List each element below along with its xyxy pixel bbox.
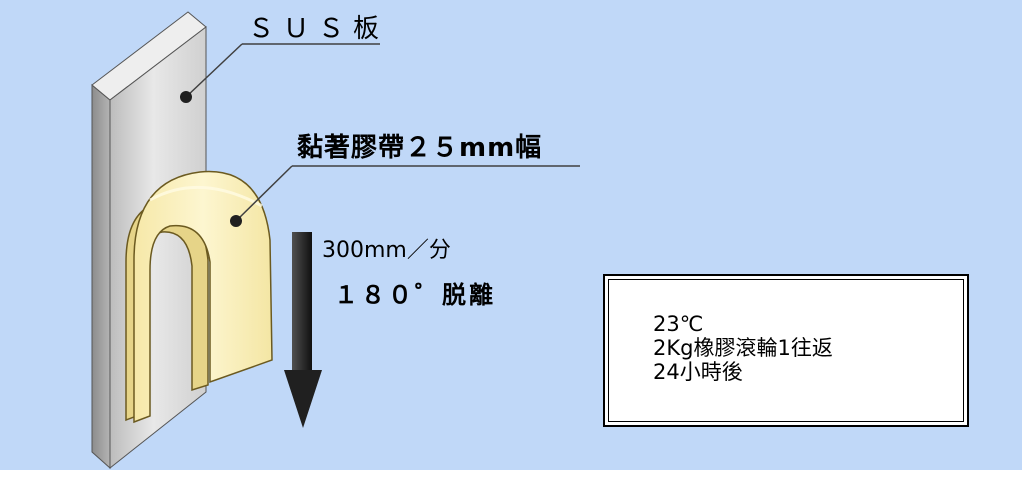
background-bottom-strip [0,470,1027,478]
sus-leader [180,43,380,103]
condition-temperature: 23℃ [653,312,704,336]
peel-direction-arrow [284,232,322,428]
background-right-strip [1022,0,1027,478]
condition-roller: 2Kg橡膠滾輪1往返 [653,336,833,360]
condition-dwell-time: 24小時後 [653,360,743,384]
test-conditions-box: 23℃ 2Kg橡膠滾輪1往返 24小時後 [603,274,969,427]
peel-speed-label: 300mm／分 [322,238,451,263]
tape-label: 黏著膠帶２５mm幅 [297,133,543,163]
sus-plate-label: ＳＵＳ板 [248,14,389,44]
adhesive-tape [125,170,273,424]
peel-angle-label: １８０゜脱離 [334,281,496,309]
tape-leader [230,165,580,227]
test-conditions-list: 23℃ 2Kg橡膠滾輪1往返 24小時後 [653,312,833,384]
